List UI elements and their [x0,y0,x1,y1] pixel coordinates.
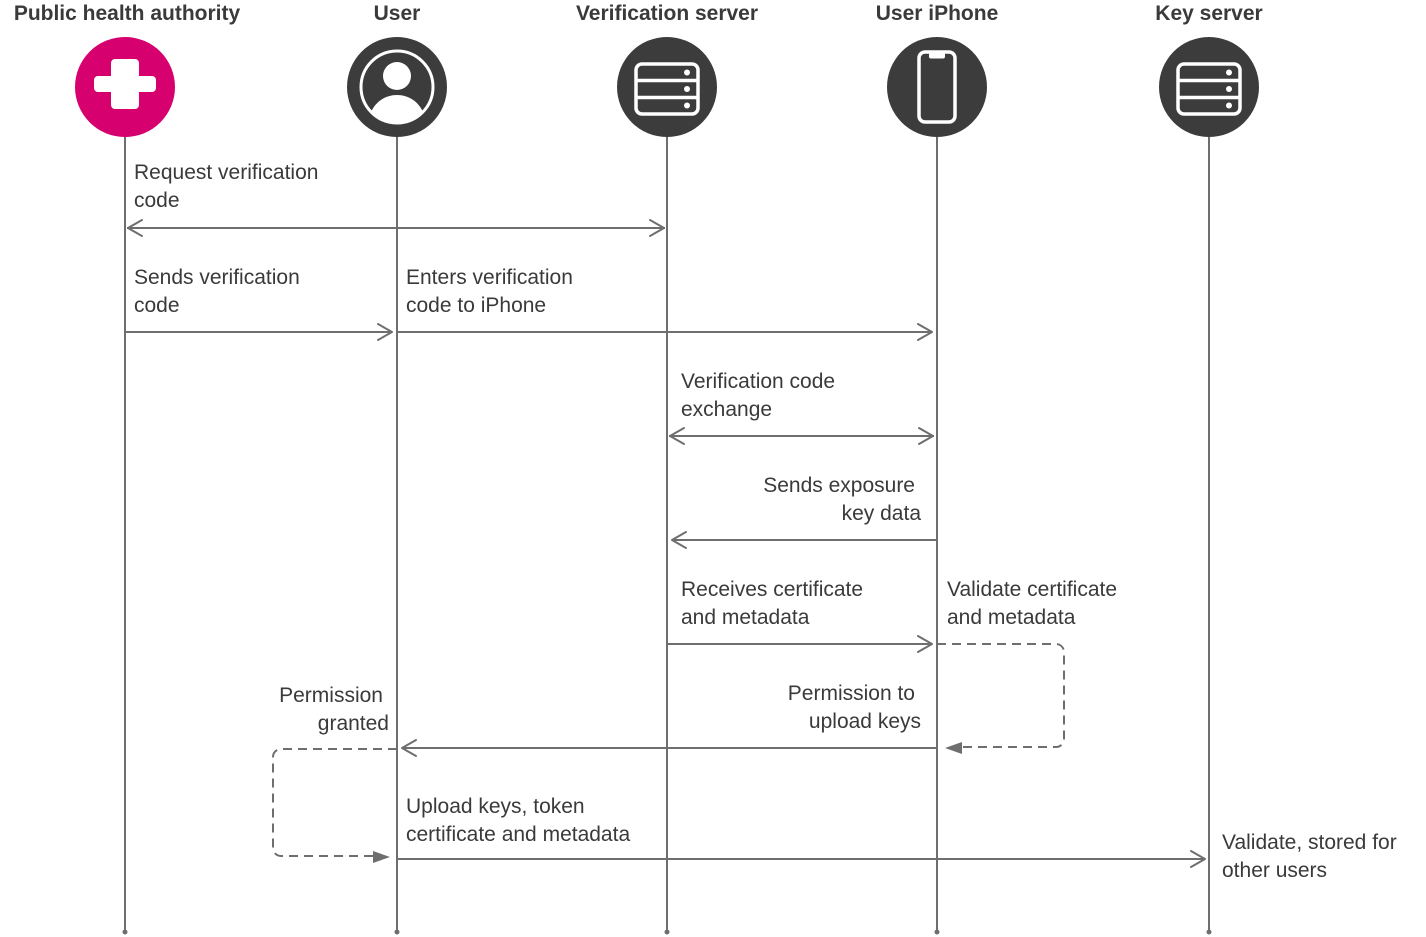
message-label: certificate and metadata [406,823,630,846]
message-label: Sends exposure [763,474,915,497]
message-label: code to iPhone [406,294,546,317]
message-receives-certificate: Receives certificate and metadata [667,578,933,653]
message-label: and metadata [681,606,810,629]
message-label: Permission to [788,682,915,705]
message-request-verification-code: Request verification code [127,161,665,237]
message-validate-certificate: Validate certificate and metadata [937,578,1117,754]
actor-title-authority: Public health authority [14,2,241,25]
lifeline-end-authority [122,929,128,935]
message-label: upload keys [809,710,921,733]
message-label: and metadata [947,606,1076,629]
server-icon [1159,37,1259,137]
message-verification-code-exchange: Verification code exchange [669,370,934,445]
iphone-icon [887,37,987,137]
message-enters-verification-code: Enters verification code to iPhone [397,266,933,341]
lifeline-end-user-iphone [934,929,940,935]
actor-title-verification-server: Verification server [576,2,758,25]
message-permission-granted: Permission granted [272,684,397,863]
message-upload-keys: Upload keys, token certificate and metad… [397,795,1206,868]
note-validate-stored: Validate, stored for other users [1222,831,1397,882]
message-label: Validate certificate [947,578,1117,601]
server-icon [617,37,717,137]
message-label: Validate, stored for [1222,831,1397,854]
lifeline-end-user [394,929,400,935]
message-label: Permission [279,684,383,707]
user-icon [347,37,447,137]
message-label: exchange [681,398,772,421]
message-label: Enters verification [406,266,573,289]
message-sends-verification-code: Sends verification code [125,266,393,341]
lifeline-end-key-server [1206,929,1212,935]
message-label: Receives certificate [681,578,863,601]
lifelines [122,137,1212,935]
message-permission-to-upload-keys: Permission to upload keys [401,682,937,757]
actor-title-user: User [374,2,421,25]
message-label: Request verification [134,161,318,184]
message-label: code [134,189,180,212]
message-label: code [134,294,180,317]
health-cross-icon [75,37,175,137]
message-label: Upload keys, token [406,795,585,818]
message-label: Sends verification [134,266,300,289]
message-label: granted [318,712,389,735]
message-label: key data [842,502,922,525]
message-label: other users [1222,859,1327,882]
message-label: Verification code [681,370,835,393]
actor-title-user-iphone: User iPhone [876,2,999,25]
actor-title-key-server: Key server [1155,2,1262,25]
lifeline-end-verification-server [664,929,670,935]
message-sends-exposure-key-data: Sends exposure key data [671,474,937,549]
